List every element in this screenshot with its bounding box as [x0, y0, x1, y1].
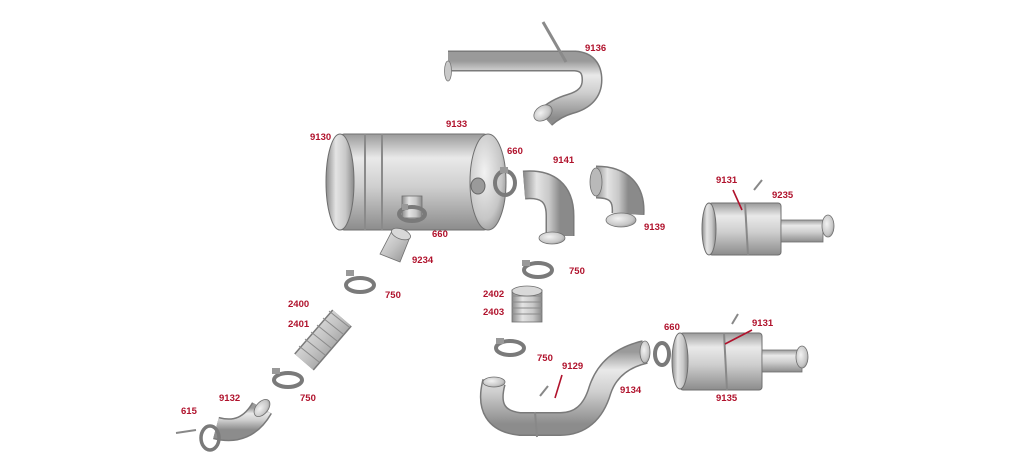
label-9134: 9134 — [620, 385, 642, 396]
flex-pipe-2400 — [294, 309, 352, 371]
muffler-9235 — [701, 179, 835, 256]
pipe-9134 — [479, 340, 651, 438]
muffler-9130 — [325, 133, 507, 231]
label-9132: 9132 — [219, 393, 240, 404]
label-9131-top: 9131 — [716, 175, 738, 186]
label-660-mid: 660 — [432, 229, 448, 240]
label-750-a: 750 — [385, 290, 401, 301]
elbow-9141 — [522, 170, 575, 245]
clamp-750-c — [494, 338, 526, 357]
leader-9129 — [554, 374, 563, 399]
label-2401: 2401 — [288, 319, 310, 330]
label-750-b: 750 — [569, 266, 585, 277]
clamp-660-right — [653, 341, 671, 367]
label-9130: 9130 — [310, 132, 331, 143]
label-2402: 2402 — [483, 289, 504, 300]
elbow-9132 — [213, 399, 272, 442]
label-9133: 9133 — [446, 119, 467, 130]
leader-9131-top — [732, 189, 743, 211]
label-750-c: 750 — [537, 353, 553, 364]
clamp-750-d — [272, 368, 304, 389]
pipe-9136 — [444, 21, 603, 126]
label-615: 615 — [181, 406, 198, 417]
label-750-d: 750 — [300, 393, 316, 404]
leader-9131-bottom — [724, 329, 753, 345]
label-9141: 9141 — [553, 155, 575, 166]
label-9235: 9235 — [772, 190, 794, 201]
pipe-9234 — [379, 227, 411, 263]
label-9139: 9139 — [644, 222, 665, 233]
label-9136: 9136 — [585, 43, 606, 54]
elbow-9139 — [589, 165, 645, 228]
label-2400: 2400 — [288, 299, 309, 310]
clamp-660-mid — [397, 204, 427, 223]
label-9234: 9234 — [412, 255, 434, 266]
clamp-615 — [175, 424, 221, 452]
label-9135: 9135 — [716, 393, 738, 404]
clamp-750-b — [522, 260, 554, 279]
label-9131-bottom: 9131 — [752, 318, 774, 329]
label-9129: 9129 — [562, 361, 583, 372]
label-2403: 2403 — [483, 307, 504, 318]
clamp-660-top — [493, 167, 517, 197]
clamp-750-a — [344, 270, 376, 294]
muffler-9135 — [671, 313, 809, 391]
label-660-top: 660 — [507, 146, 523, 157]
bellows-2402 — [511, 285, 543, 323]
label-660-right: 660 — [664, 322, 680, 333]
